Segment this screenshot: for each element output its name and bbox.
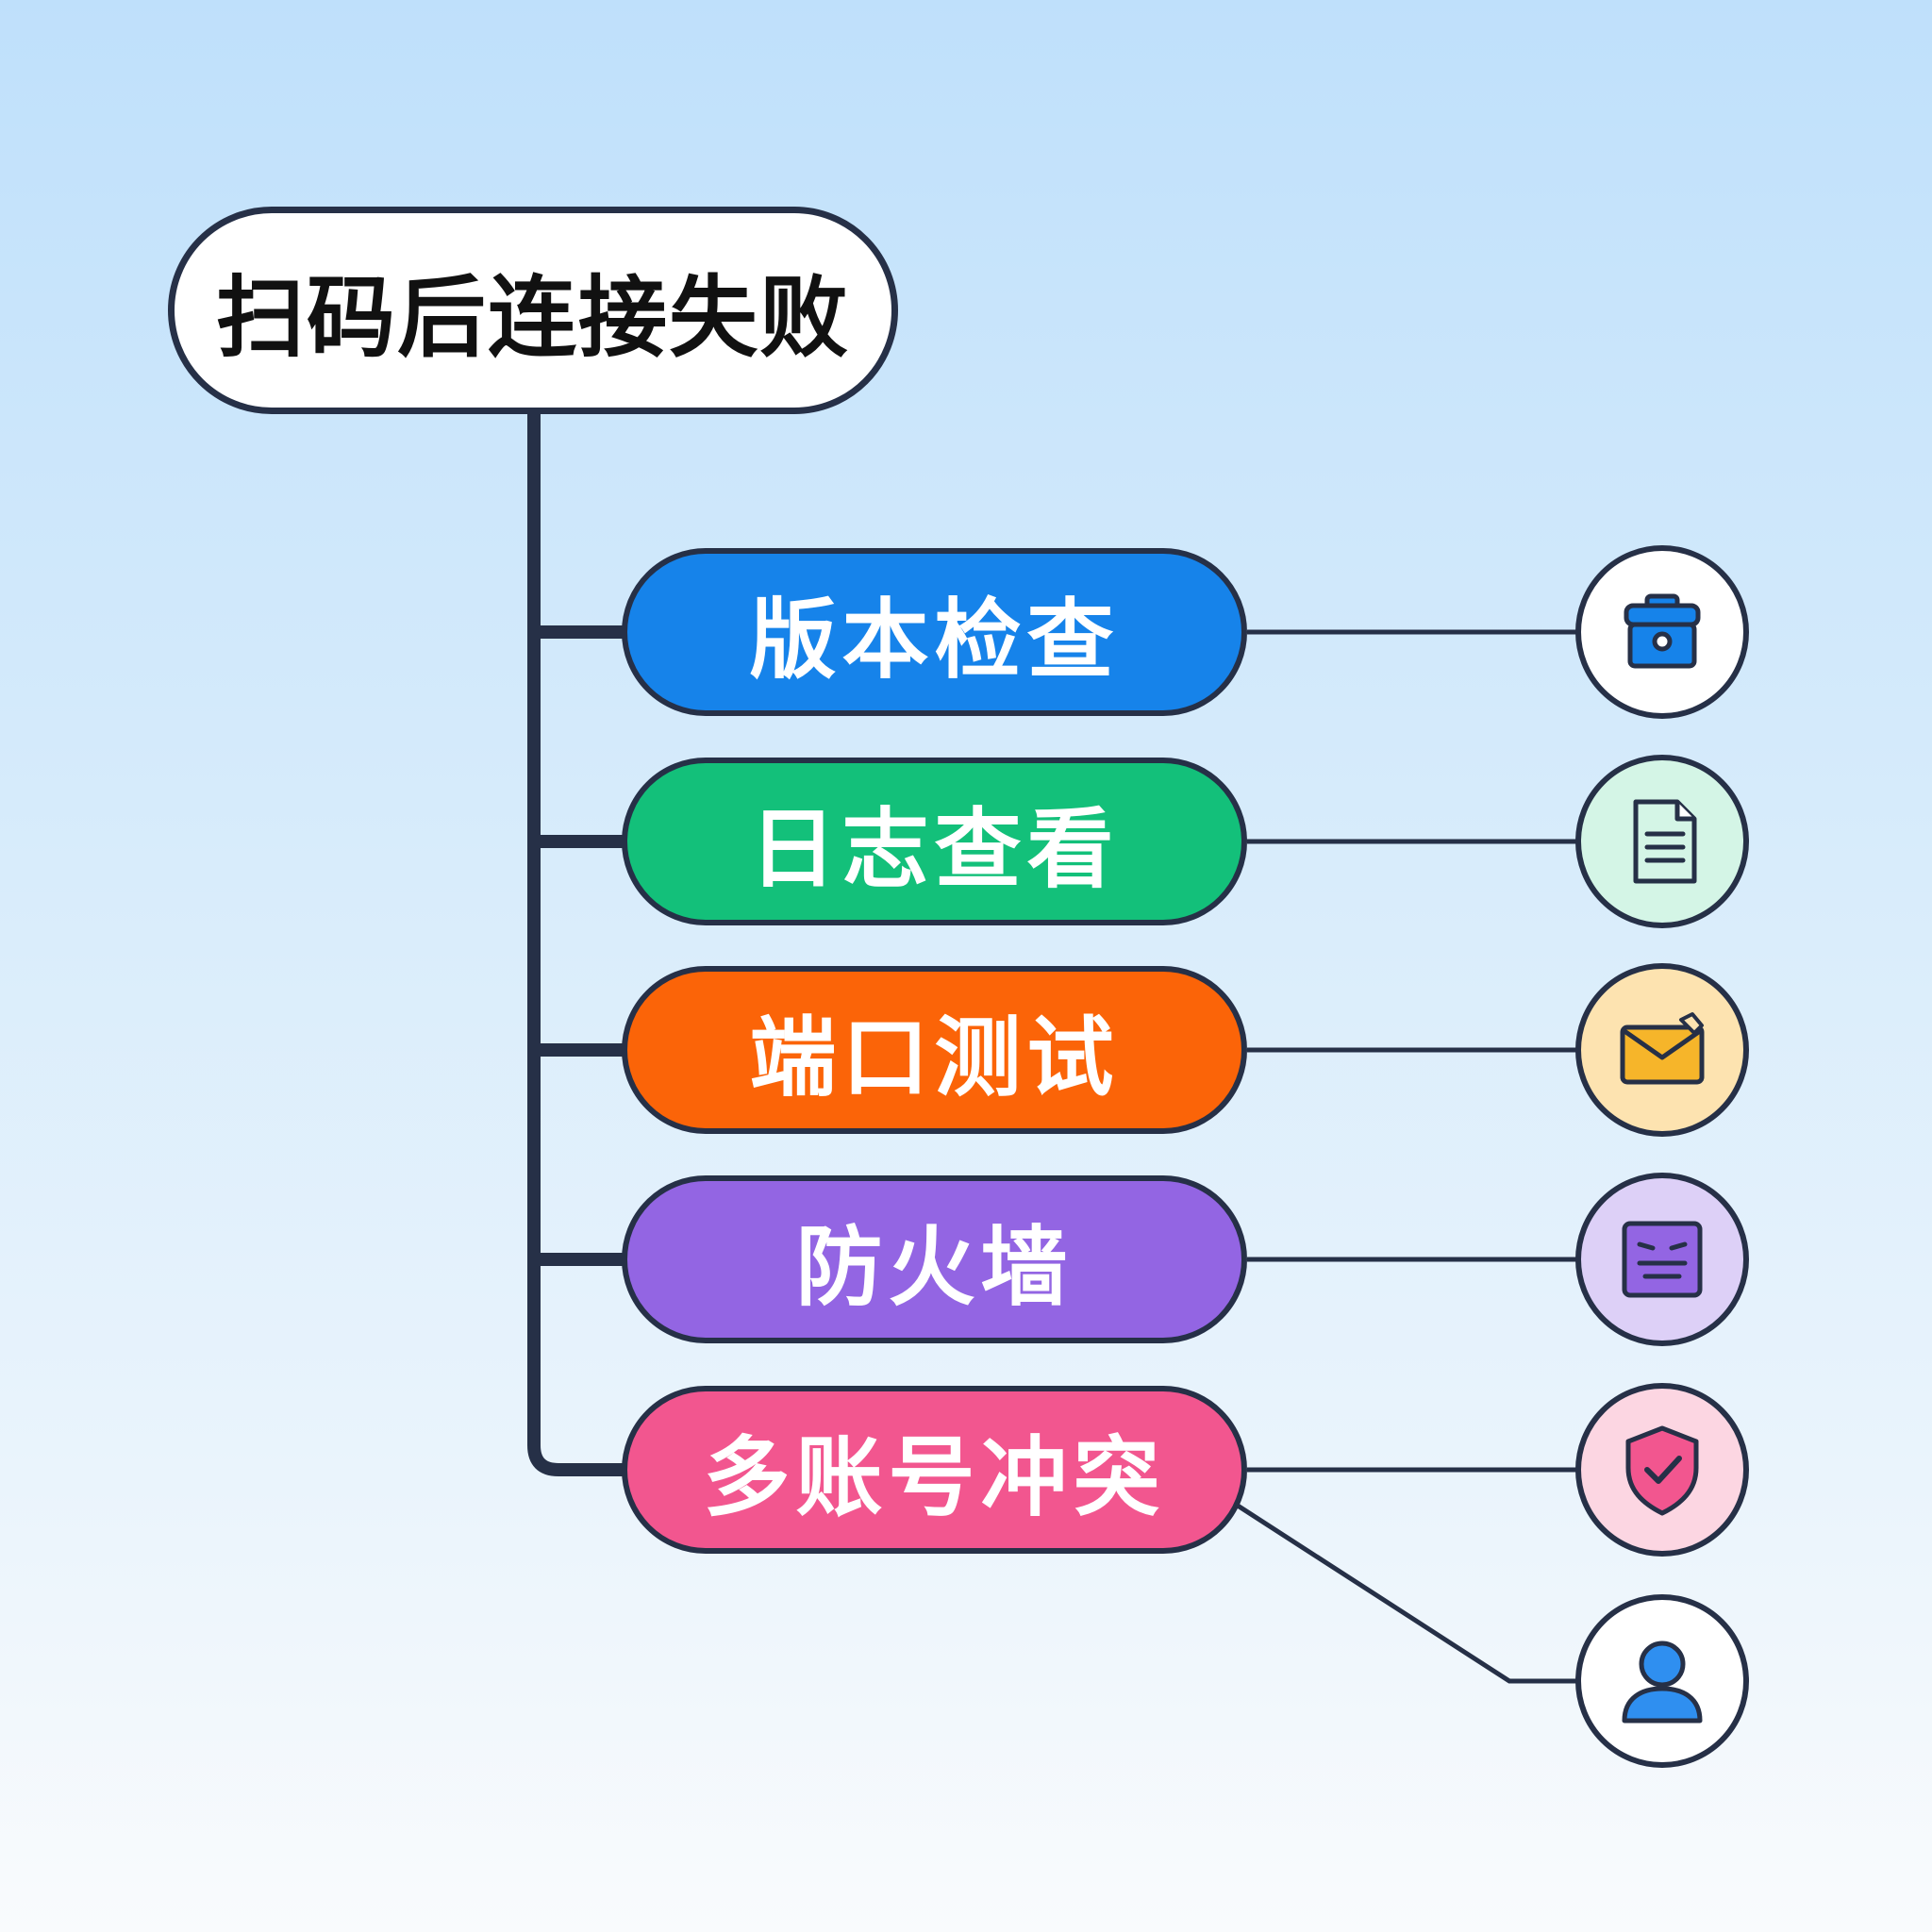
trunk-line xyxy=(527,408,631,1476)
face-box-icon[interactable] xyxy=(1575,1173,1749,1346)
user-icon-graphic xyxy=(1622,1641,1703,1724)
face-box-icon-graphic xyxy=(1622,1221,1703,1298)
shield-check-icon-graphic xyxy=(1625,1425,1699,1516)
envelope-icon[interactable] xyxy=(1575,963,1749,1137)
shield-check-icon[interactable] xyxy=(1575,1383,1749,1557)
toolbox-icon-graphic xyxy=(1624,593,1701,669)
toolbox-icon[interactable] xyxy=(1575,545,1749,719)
branch-log-view[interactable]: 日志查看 xyxy=(622,758,1247,925)
user-icon[interactable] xyxy=(1575,1594,1749,1768)
branch-multi-account-conflict[interactable]: 多账号冲突 xyxy=(622,1386,1247,1554)
envelope-icon-graphic xyxy=(1620,1012,1705,1085)
branch-version-check[interactable]: 版本检查 xyxy=(622,548,1247,716)
branch-port-test[interactable]: 端口测试 xyxy=(622,966,1247,1134)
branch-firewall[interactable]: 防火墙 xyxy=(622,1175,1247,1343)
root-node[interactable]: 扫码后连接失败 xyxy=(168,207,898,414)
icon-link-6 xyxy=(1236,1503,1577,1684)
document-icon-graphic xyxy=(1633,799,1697,884)
document-icon[interactable] xyxy=(1575,755,1749,928)
